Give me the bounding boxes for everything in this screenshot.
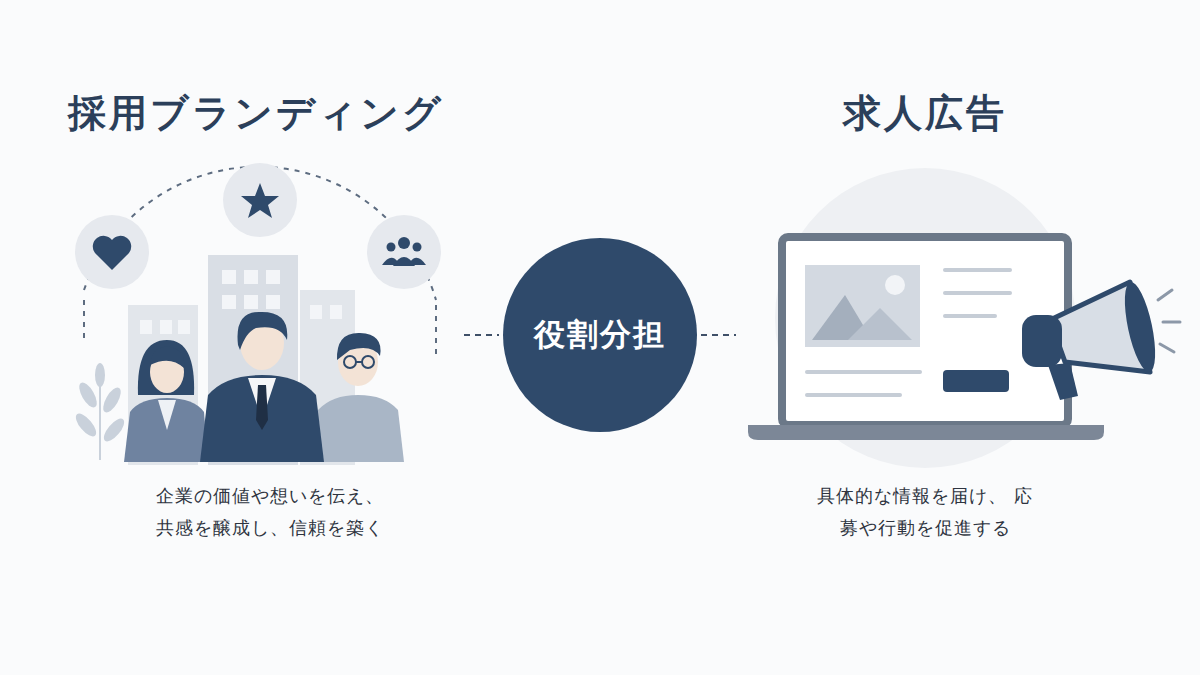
dashed-connector — [464, 334, 499, 336]
branding-group: 採用ブランディング企業の価値や想いを伝え、 共感を醸成し、信頼を築く — [40, 80, 460, 560]
section-heading: 採用ブランディング — [68, 88, 444, 139]
job-ad-group: 求人広告具体的な情報を届け、 応募や行動を促進する — [740, 80, 1110, 560]
description: 具体的な情報を届け、 応募や行動を促進する — [808, 480, 1042, 544]
role-circle: 役割分担 — [503, 238, 697, 432]
circle-label: 役割分担 — [534, 314, 666, 356]
circle-fill — [503, 238, 697, 432]
section-heading: 求人広告 — [843, 88, 1007, 139]
description: 企業の価値や想いを伝え、 共感を醸成し、信頼を築く — [153, 480, 387, 544]
dashed-connector — [701, 334, 736, 336]
